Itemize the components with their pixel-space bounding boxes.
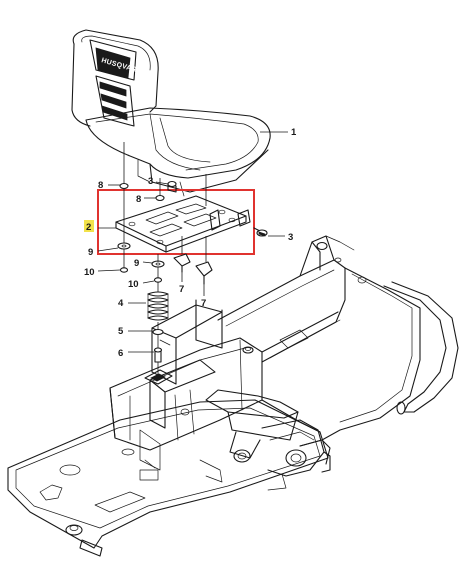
callout-7-right: 7 — [201, 298, 206, 309]
callout-10-left: 10 — [84, 267, 95, 278]
callout-7-left: 7 — [179, 284, 184, 295]
seat-assembly: HUSQVARNA — [71, 29, 271, 197]
callout-2: 2 — [86, 222, 91, 233]
callout-10-center: 10 — [128, 279, 139, 290]
callout-3-upper: 3 — [148, 176, 153, 187]
callout-4: 4 — [118, 298, 124, 309]
callout-numbers: 1 2 3 3 4 5 6 7 7 8 8 9 9 10 10 — [84, 127, 297, 359]
callout-leader-lines — [97, 131, 288, 353]
seat-plate — [115, 195, 251, 253]
callout-9-center: 9 — [134, 258, 139, 269]
callout-3-right: 3 — [288, 232, 293, 243]
callout-5: 5 — [118, 326, 124, 337]
callout-2-highlight — [84, 220, 94, 232]
callout-9-left: 9 — [88, 247, 93, 258]
callout-8-upper: 8 — [98, 180, 103, 191]
callout-6: 6 — [118, 348, 123, 359]
hardware-parts — [117, 142, 268, 378]
callout-8-plate: 8 — [136, 194, 141, 205]
mower-chassis — [7, 235, 459, 557]
callout-1: 1 — [291, 127, 297, 138]
